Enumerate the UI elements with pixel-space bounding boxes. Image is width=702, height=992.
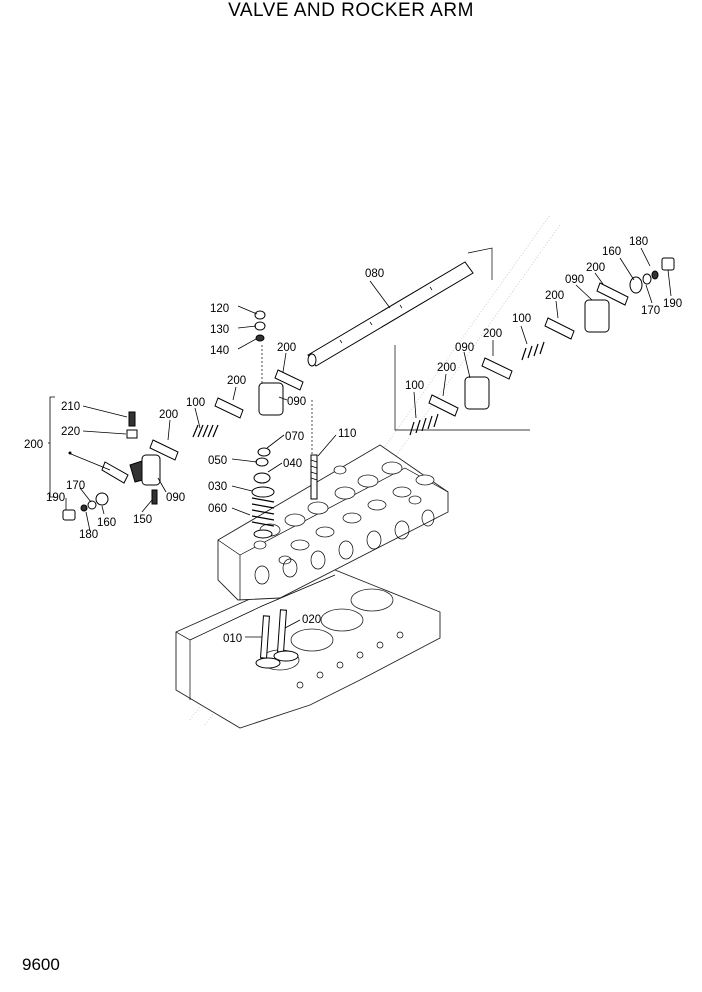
callout-200-center: 200 (277, 342, 296, 354)
callout-220: 220 (61, 426, 80, 438)
callout-040: 040 (283, 458, 302, 470)
callout-080: 080 (365, 268, 384, 280)
callout-090-left: 090 (166, 492, 185, 504)
callout-180-left: 180 (79, 529, 98, 541)
callout-070: 070 (285, 431, 304, 443)
rocker-shaft-080 (307, 247, 493, 367)
callout-160-right: 160 (602, 246, 621, 258)
callout-100-right-b: 100 (512, 313, 531, 325)
rocker-assembly-left (62, 411, 219, 521)
callout-200-right-a: 200 (437, 362, 456, 374)
callout-160-left: 160 (97, 517, 116, 529)
reference-dot (68, 451, 72, 455)
assembly-bracket-right (394, 345, 530, 431)
callout-200-center-left: 200 (227, 375, 246, 387)
callout-020: 020 (302, 614, 321, 626)
callout-050: 050 (208, 455, 227, 467)
callout-170-left: 170 (66, 480, 85, 492)
callout-090-right-a: 090 (455, 342, 474, 354)
rocker-assembly-center (214, 310, 304, 419)
callout-120: 120 (210, 303, 229, 315)
push-rod-110 (310, 400, 318, 500)
callout-140: 140 (210, 345, 229, 357)
page-title: VALVE AND ROCKER ARM (228, 0, 474, 21)
callout-090-right-b: 090 (565, 274, 584, 286)
rocker-assembly-right (409, 257, 675, 436)
callout-100-right: 100 (405, 380, 424, 392)
callout-110: 110 (338, 428, 356, 440)
callout-190-right: 190 (663, 298, 682, 310)
callout-180-right: 180 (629, 236, 648, 248)
callout-030: 030 (208, 481, 227, 493)
callout-200-right-b: 200 (483, 328, 502, 340)
callout-170-right: 170 (641, 305, 660, 317)
valve-spring-stack (251, 447, 275, 539)
page-number: 9600 (22, 955, 60, 974)
callout-090-center: 090 (287, 396, 306, 408)
crankcase-block (175, 567, 441, 729)
valve-010-020 (255, 609, 299, 669)
callout-200-right-c: 200 (545, 290, 564, 302)
callout-210: 210 (61, 401, 80, 413)
callout-010: 010 (223, 633, 242, 645)
callout-190-left: 190 (46, 492, 65, 504)
callout-200-left: 200 (159, 409, 178, 421)
callout-labels: 210 220 200 190 170 160 180 150 090 200 … (24, 236, 682, 645)
callout-060: 060 (208, 503, 227, 515)
callout-200-right-d: 200 (586, 262, 605, 274)
callout-100-left: 100 (186, 397, 205, 409)
leader-lines (48, 247, 672, 638)
callout-200-group: 200 (24, 439, 43, 451)
cylinder-head (217, 444, 449, 601)
callout-130: 130 (210, 324, 229, 336)
callout-150: 150 (133, 514, 152, 526)
